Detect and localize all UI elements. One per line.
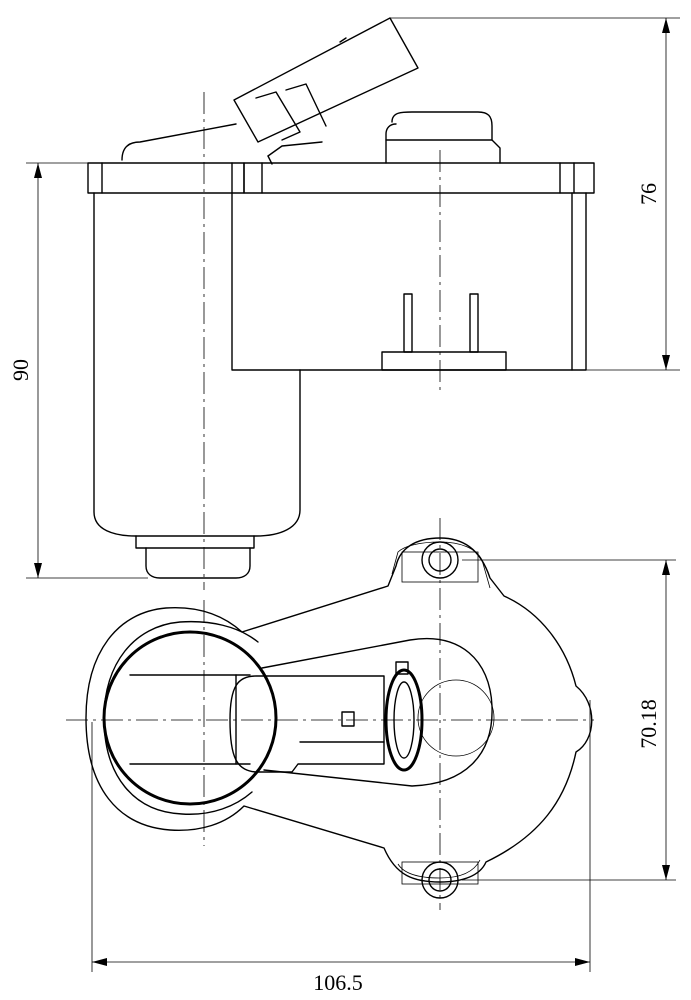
top-view: 70.18 106.5	[66, 518, 676, 995]
mount-spacing-label: 70.18	[636, 699, 661, 749]
total-height-dimension: 90	[8, 162, 148, 579]
housing-height-dimension: 76	[390, 17, 680, 371]
side-view: 90 76	[8, 17, 680, 590]
housing-height-label: 76	[636, 183, 661, 205]
overall-width-dimension: 106.5	[91, 700, 591, 995]
total-height-label: 90	[8, 359, 33, 381]
connector-plug	[229, 661, 424, 773]
housing-lid	[87, 162, 595, 194]
mount-spacing-dimension: 70.18	[462, 559, 676, 881]
overall-width-label: 106.5	[313, 970, 363, 995]
gearbox-housing	[231, 192, 587, 371]
top-cap	[385, 111, 501, 164]
motor-body	[93, 192, 301, 579]
connector-tube	[121, 17, 419, 165]
housing-outline	[85, 537, 593, 883]
motor-circle	[102, 630, 278, 806]
